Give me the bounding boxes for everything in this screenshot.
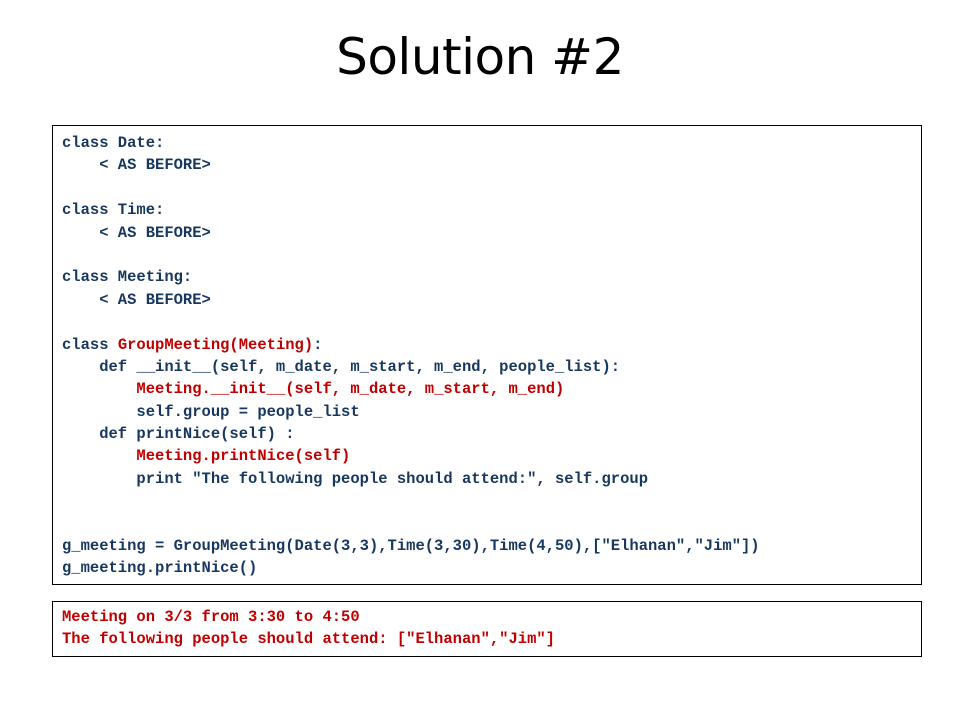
code-line: g_meeting.printNice() (62, 557, 912, 579)
code-line (62, 513, 912, 535)
code-line: def __init__(self, m_date, m_start, m_en… (62, 356, 912, 378)
code-line-segment: def __init__(self, m_date, m_start, m_en… (62, 357, 621, 376)
code-line-segment (62, 447, 136, 465)
output-line-segment: Meeting on 3/3 from 3:30 to 4:50 (62, 608, 360, 626)
code-line-segment: def printNice(self) : (62, 425, 295, 444)
code-line-segment: g_meeting = GroupMeeting(Date(3,3),Time(… (62, 537, 760, 556)
code-line: class Time: (62, 199, 912, 221)
code-line-segment: Meeting.__init__(self, m_date, m_start, … (136, 380, 565, 399)
code-line: class Meeting: (62, 266, 912, 288)
code-line: < AS BEFORE> (62, 154, 912, 176)
code-line-segment: : (313, 335, 323, 354)
code-line-segment: < AS BEFORE> (62, 156, 211, 175)
code-line-segment: class Meeting: (62, 268, 193, 287)
output-line: Meeting on 3/3 from 3:30 to 4:50 (62, 606, 912, 628)
code-line (62, 490, 912, 512)
slide-title: Solution #2 (336, 28, 624, 86)
code-line: class GroupMeeting(Meeting): (62, 334, 912, 356)
code-line-segment: g_meeting.printNice() (62, 559, 258, 578)
code-line-segment: Meeting.printNice(self) (136, 447, 351, 466)
code-line: def printNice(self) : (62, 423, 912, 445)
code-line: Meeting.printNice(self) (62, 445, 912, 467)
code-line: < AS BEFORE> (62, 222, 912, 244)
code-line-segment: < AS BEFORE> (62, 290, 211, 309)
code-line-segment: GroupMeeting(Meeting) (117, 335, 314, 354)
code-line-segment: print "The following people should atten… (62, 469, 648, 488)
code-line-segment: class Date: (62, 134, 165, 152)
code-line: g_meeting = GroupMeeting(Date(3,3),Time(… (62, 535, 912, 557)
code-line-segment: self.group = people_list (62, 402, 360, 421)
code-line-segment: class (62, 335, 118, 354)
code-line: self.group = people_list (62, 401, 912, 423)
code-line-segment: < AS BEFORE> (62, 223, 211, 242)
code-line (62, 177, 912, 199)
code-line (62, 311, 912, 333)
code-line: class Date: (62, 132, 912, 154)
code-line-segment: class Time: (62, 201, 165, 220)
output-line: The following people should attend: ["El… (62, 628, 912, 650)
code-line-segment (62, 380, 136, 398)
code-line: print "The following people should atten… (62, 468, 912, 490)
code-line (62, 244, 912, 266)
code-line: Meeting.__init__(self, m_date, m_start, … (62, 378, 912, 400)
code-line: < AS BEFORE> (62, 289, 912, 311)
code-block: class Date: < AS BEFORE> class Time: < AS… (52, 125, 922, 585)
output-line-segment: The following people should attend: ["El… (62, 630, 555, 649)
